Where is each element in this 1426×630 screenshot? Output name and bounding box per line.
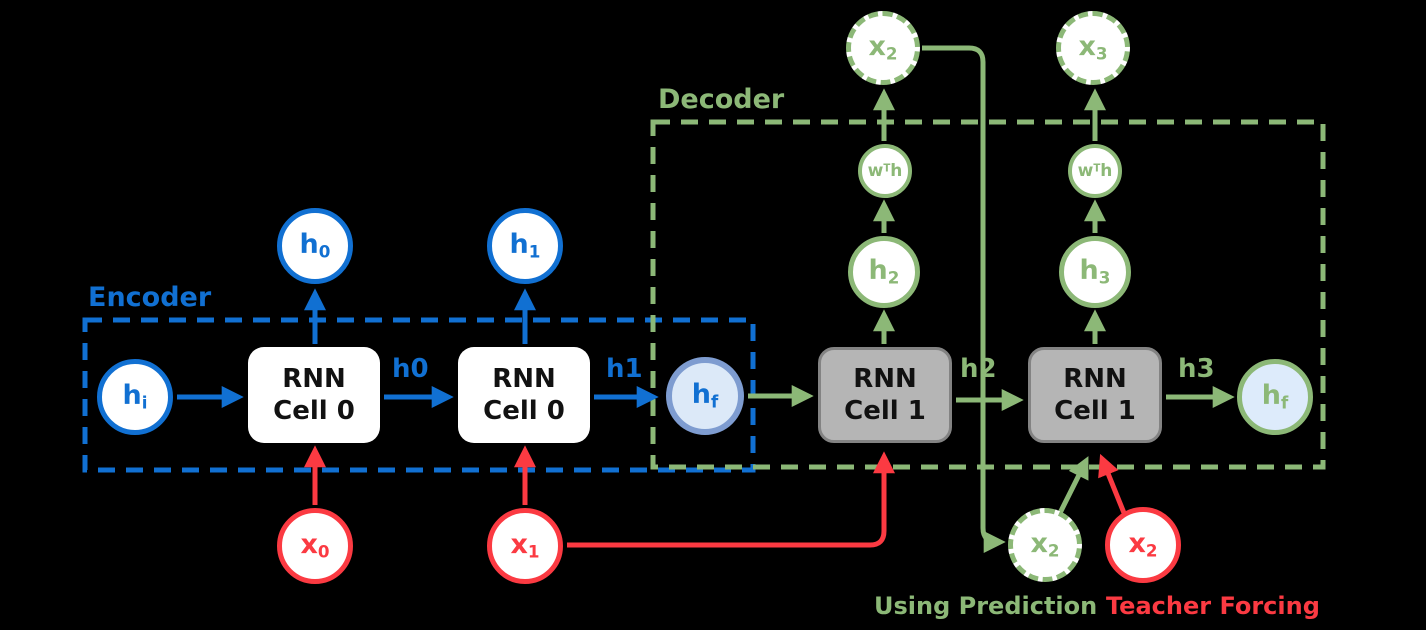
teacher-forcing-x2-node: x2: [1105, 507, 1181, 583]
decoder-rnn-cell-1: RNN Cell 1: [818, 347, 952, 443]
cell-label-line1: RNN: [282, 363, 346, 394]
input-x0-node: x0: [277, 508, 353, 584]
projection-wth-node-1: wTh: [858, 144, 912, 198]
decoder-rnn-cell-2: RNN Cell 1: [1028, 347, 1162, 443]
arrow-x2out-feedback-to-x2pred: [922, 45, 1006, 554]
hidden-state-h0-output-node: h0: [277, 208, 353, 284]
cell-label-line1: RNN: [1063, 363, 1127, 394]
cell-label-line1: RNN: [492, 363, 556, 394]
decoder-title: Decoder: [658, 84, 785, 115]
cell-label-line2: Cell 0: [483, 396, 565, 426]
cell-label-line2: Cell 0: [273, 396, 355, 426]
using-prediction-x2-node: x2: [1008, 508, 1082, 582]
legend-using-prediction: Using Prediction: [874, 592, 1098, 620]
predicted-output-x3-node: x3: [1056, 11, 1130, 85]
arrow-teacher-forcing-x2-to-cell1b: [1098, 453, 1127, 514]
decoder-boundary: [650, 119, 1326, 470]
input-x1-node: x1: [487, 508, 563, 584]
cell-label-line2: Cell 1: [844, 396, 926, 426]
arrow-x2pred-to-cell1b: [1057, 456, 1089, 515]
final-hidden-state-hf-node: hf: [666, 357, 744, 435]
hidden-state-h2-node: h2: [848, 236, 920, 308]
cell-label-line2: Cell 1: [1054, 396, 1136, 426]
encoder-title: Encoder: [88, 282, 212, 313]
hidden-state-h3-node: h3: [1059, 236, 1131, 308]
hidden-state-h1-output-node: h1: [487, 208, 563, 284]
hidden-state-hi-node: hi: [97, 359, 173, 435]
legend-teacher-forcing: Teacher Forcing: [1106, 592, 1320, 620]
edge-label-h1: h1: [606, 354, 643, 384]
cell-label-line1: RNN: [853, 363, 917, 394]
edge-label-h3: h3: [1178, 354, 1215, 384]
edge-label-h2: h2: [960, 354, 997, 384]
encoder-rnn-cell-2: RNN Cell 0: [458, 347, 590, 443]
projection-wth-node-2: wTh: [1068, 144, 1122, 198]
edge-label-h0: h0: [392, 354, 429, 384]
arrow-x1-to-decoder-cell1: [567, 451, 896, 548]
final-hidden-state-hf-decoder-node: hf: [1237, 359, 1313, 435]
encoder-rnn-cell-1: RNN Cell 0: [248, 347, 380, 443]
predicted-output-x2-node: x2: [846, 11, 920, 85]
